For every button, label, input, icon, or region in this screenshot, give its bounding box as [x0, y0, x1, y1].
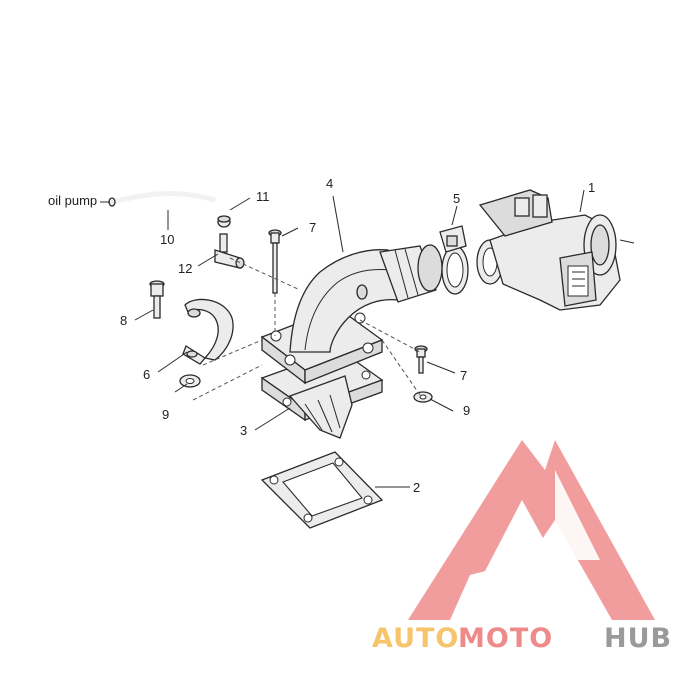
label-7-left: 7: [309, 220, 316, 235]
label-12: 12: [178, 261, 192, 276]
hose-clamp-part: [439, 225, 469, 295]
label-oil-pump: oil pump: [48, 193, 97, 208]
clamp-part: [182, 298, 234, 365]
throttle-body-part: [476, 189, 635, 311]
guide-lines: [192, 257, 421, 401]
bolt-part-right: [414, 345, 428, 374]
bolt-part-8: [149, 280, 165, 319]
watermark-hub: HUB: [604, 623, 672, 654]
callout-labels: oil pump 1 2 3 4 5 6 7 7 8 9 9 10 11 12: [48, 176, 595, 495]
watermark-logo: AUTO MOTO HUB: [372, 440, 672, 654]
label-5: 5: [453, 191, 460, 206]
logo-triangle-inner: [470, 500, 555, 600]
leader-lines: [100, 189, 585, 488]
reed-valve-part: [260, 349, 384, 439]
label-9-left: 9: [162, 407, 169, 422]
bolt-part-left: [268, 229, 282, 294]
watermark-auto: AUTO: [372, 623, 459, 654]
label-10: 10: [160, 232, 174, 247]
fitting-part: [214, 233, 245, 269]
label-7-right: 7: [460, 368, 467, 383]
oil-hose-part: [108, 191, 216, 207]
gasket-part: [260, 451, 384, 529]
label-2: 2: [413, 480, 420, 495]
label-9-right: 9: [463, 403, 470, 418]
label-1: 1: [588, 180, 595, 195]
cap-part: [217, 215, 231, 228]
label-6: 6: [143, 367, 150, 382]
logo-triangle-notch: [555, 470, 600, 560]
label-3: 3: [240, 423, 247, 438]
washer-part-left: [179, 374, 201, 388]
watermark-moto: MOTO: [458, 623, 553, 654]
label-8: 8: [120, 313, 127, 328]
intake-manifold-part: [260, 244, 443, 385]
washer-part-right: [413, 391, 433, 403]
label-4: 4: [326, 176, 333, 191]
label-11: 11: [256, 189, 270, 204]
